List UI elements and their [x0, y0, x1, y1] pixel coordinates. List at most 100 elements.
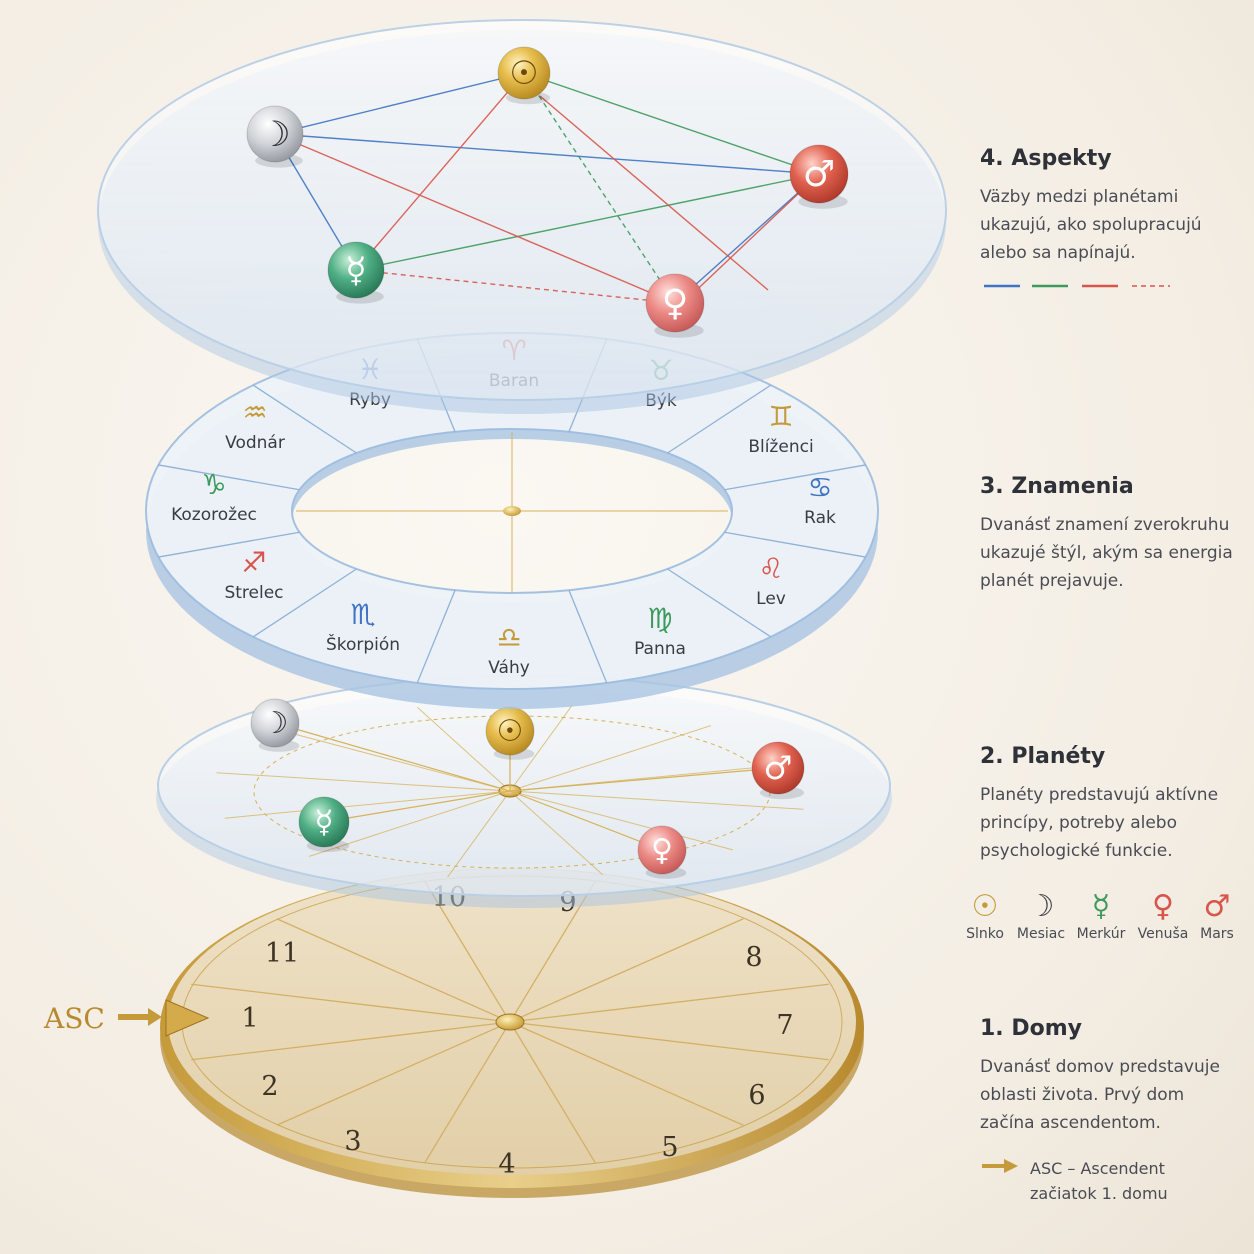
planets-on-disk: ☉☽☿♀♂ — [250, 698, 805, 879]
house-number: 4 — [498, 1149, 515, 1180]
signs-text: Dvanásť znamení zverokruhu ukazujé štýl,… — [980, 515, 1233, 591]
houses-panel: 1. Domy Dvanásť domov predstavuje oblast… — [980, 1016, 1240, 1137]
sign-glyph-icon: ♊ — [768, 400, 793, 433]
planet-spoke — [447, 790, 511, 878]
sign-divider — [724, 464, 866, 491]
sign-name: Rak — [804, 508, 836, 528]
aspect-line — [523, 72, 820, 175]
aspect-lines — [274, 72, 820, 304]
venus-sphere-icon: ♀ — [637, 825, 687, 879]
sign-glyph-icon: ♎ — [496, 621, 521, 654]
house-number: 6 — [748, 1080, 765, 1111]
aspect-line — [674, 173, 820, 304]
house-spoke — [424, 1021, 511, 1164]
mars-sphere-icon: ♂ — [789, 144, 849, 209]
house-number: 7 — [776, 1010, 793, 1041]
svg-text:☉: ☉ — [509, 54, 538, 92]
legend-venus: ♀ Venuša — [1133, 888, 1193, 942]
house-spoke — [509, 1021, 596, 1164]
legend-venus-label: Venuša — [1137, 926, 1189, 942]
planet-link — [509, 767, 779, 792]
sign-panna: ♍ Panna — [634, 602, 686, 659]
svg-text:☽: ☽ — [262, 706, 289, 741]
aspect-line — [523, 72, 676, 304]
planet-link — [274, 722, 511, 792]
mercury-icon: ☿ — [1091, 889, 1111, 924]
house-numbers: 1234567891011 — [241, 882, 793, 1180]
sign-škorpión: ♏Škorpión — [326, 598, 400, 655]
house-number: 5 — [661, 1132, 678, 1163]
house-number: 11 — [265, 938, 299, 969]
planet-spoke — [509, 790, 604, 876]
house-spoke — [509, 918, 744, 1023]
sign-glyph-icon: ♐ — [241, 546, 266, 579]
sign-blíženci: ♊ Blíženci — [748, 400, 813, 457]
sign-glyph-icon: ♍ — [647, 602, 672, 635]
sign-glyph-icon: ♋ — [807, 471, 832, 504]
house-spoke — [191, 983, 511, 1023]
aspect-line — [355, 173, 820, 271]
aspects-panel: 4. Aspekty Väzby medzi planétami ukazujú… — [980, 146, 1240, 267]
svg-text:☿: ☿ — [345, 251, 366, 291]
legend-mercury-label: Merkúr — [1076, 926, 1126, 942]
sign-lev: ♌ Lev — [756, 552, 786, 609]
aspects-layer: ☉☽☿♀♂ — [97, 19, 947, 414]
sign-name: Škorpión — [326, 633, 400, 655]
asc-note-arrow-icon — [982, 1159, 1018, 1173]
sign-vodnár: ♒Vodnár — [225, 396, 285, 453]
planets-aspect-nodes: ☉☽☿♀♂ — [246, 46, 849, 338]
sign-name: Panna — [634, 639, 686, 659]
svg-text:♂: ♂ — [763, 749, 792, 787]
sign-divider — [667, 568, 772, 638]
sign-váhy: ♎ Váhy — [488, 621, 530, 678]
planet-spoke — [416, 706, 511, 792]
aspect-line — [274, 133, 820, 175]
planets-layer: ☉☽☿♀♂ — [156, 675, 892, 908]
planet-spoke — [509, 725, 711, 792]
planet-spoke — [509, 790, 804, 810]
legend-sun-label: Slnko — [966, 926, 1004, 942]
planet-spoke — [509, 790, 734, 851]
legend-sun: ☉ Slnko — [955, 888, 1015, 942]
planet-link — [323, 790, 511, 823]
sign-name: Blíženci — [748, 437, 813, 457]
sign-divider — [158, 531, 300, 558]
sign-glyph-icon: ♏ — [350, 598, 375, 631]
aspects-disk-top — [97, 19, 947, 401]
sign-name: Lev — [756, 589, 786, 609]
planet-spoke — [224, 790, 511, 819]
sign-name: Kozorožec — [171, 505, 257, 525]
moon-sphere-icon: ☽ — [246, 105, 304, 168]
houses-title: 1. Domy — [980, 1016, 1082, 1041]
sign-rak: ♋ Rak — [804, 471, 836, 528]
venus-icon: ♀ — [1152, 889, 1174, 924]
sign-name: Strelec — [224, 583, 283, 603]
sign-divider — [158, 464, 300, 491]
sign-divider — [252, 568, 357, 638]
house-spoke — [276, 1021, 511, 1126]
house-spoke — [509, 1021, 829, 1061]
houses-layer: 1234567891011 ASC — [43, 868, 864, 1198]
planet-legend: ☉ Slnko ☽ Mesiac ☿ Merkúr ♀ Venuša ♂ Mar… — [955, 888, 1245, 958]
houses-text: Dvanásť domov predstavuje oblasti života… — [980, 1057, 1220, 1133]
house-spoke — [276, 918, 511, 1023]
house-number: 2 — [261, 1071, 278, 1102]
planets-panel: 2. Planéty Planéty predstavujú aktívne p… — [980, 744, 1240, 865]
mars-icon: ♂ — [1203, 889, 1231, 924]
planet-spoke — [309, 790, 511, 857]
house-spoke — [509, 1021, 744, 1126]
aspect-line-legend — [984, 284, 1170, 288]
house-spokes — [191, 880, 829, 1164]
planet-spoke — [509, 704, 573, 792]
sign-name: Vodnár — [225, 433, 285, 453]
sign-kozorožec: ♑Kozorožec — [171, 468, 257, 525]
house-number: 3 — [344, 1126, 361, 1157]
sign-glyph-icon: ♌ — [758, 552, 783, 585]
legend-moon-label: Mesiac — [1016, 926, 1066, 942]
aspect-line — [684, 173, 820, 302]
svg-text:☉: ☉ — [497, 714, 524, 749]
legend-mars-label: Mars — [1200, 926, 1234, 942]
sign-name: Váhy — [488, 658, 530, 678]
sign-divider — [667, 384, 772, 454]
